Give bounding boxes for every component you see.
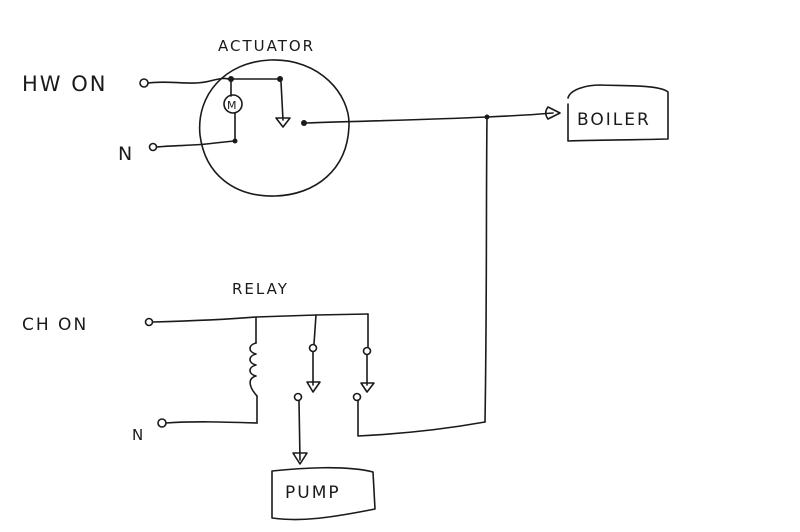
- n-top-wire: [156, 140, 235, 148]
- boiler-arrow: [544, 106, 561, 120]
- boiler-box: [567, 84, 669, 142]
- motor-symbol: [223, 94, 243, 114]
- contact-2-output: [352, 392, 362, 402]
- relay-coil: [249, 342, 258, 397]
- boiler-label: BOILER: [577, 110, 651, 130]
- motor-label: M: [227, 99, 237, 112]
- hw-on-terminal: [139, 78, 149, 88]
- pump-feed-wire: [298, 400, 301, 461]
- contact-2-arrow: [360, 382, 375, 393]
- n-top-label: N: [118, 143, 134, 165]
- boiler-feed-wire: [305, 112, 554, 124]
- contact-1-common: [308, 343, 318, 353]
- contact-1-output: [293, 392, 303, 402]
- contact-1-feed-wire: [313, 314, 317, 345]
- junction-dot: [232, 138, 238, 144]
- switch-arm: [280, 81, 284, 121]
- switch-contact-arrow: [275, 117, 291, 128]
- pump-label: PUMP: [285, 483, 341, 503]
- contact-1-arrow: [306, 381, 321, 393]
- switch-common-terminal: [277, 76, 283, 82]
- n-bottom-label: N: [132, 426, 145, 444]
- contact-2-common: [362, 346, 372, 356]
- ch-on-wire: [152, 313, 369, 323]
- relay-label: RELAY: [232, 280, 289, 298]
- switch-output-terminal: [301, 120, 307, 126]
- ch-on-terminal: [144, 317, 154, 327]
- hw-on-wire: [147, 77, 281, 84]
- pump-arrow: [292, 452, 308, 465]
- boiler-return-wire: [484, 116, 488, 423]
- actuator-label: ACTUATOR: [218, 37, 315, 55]
- n-bottom-terminal: [157, 418, 167, 428]
- pump-box: [271, 466, 376, 521]
- actuator-housing: [198, 59, 350, 197]
- contact-2-boiler-wire: [357, 399, 486, 437]
- n-bottom-wire: [165, 421, 258, 424]
- n-top-terminal: [148, 142, 158, 152]
- ch-on-label: CH ON: [22, 315, 88, 335]
- hw-on-label: HW ON: [22, 72, 107, 96]
